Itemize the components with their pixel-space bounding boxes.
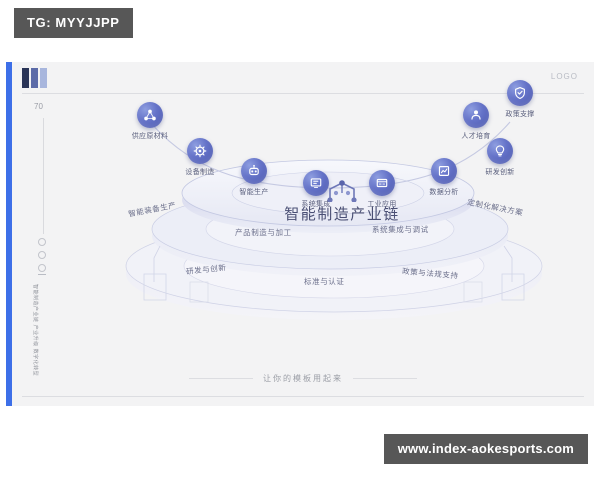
chain-node-industrial-app[interactable]: 工业应用 <box>351 170 413 209</box>
chain-node-label: 设备制造 <box>185 168 215 176</box>
rail-dot-group <box>38 238 46 272</box>
diagram-title-block: 智能制造产业链 <box>232 180 452 224</box>
chain-node-policy-support[interactable]: 政策支撑 <box>489 80 551 119</box>
rail-tick-mark <box>38 274 46 275</box>
molecule-icon <box>137 102 163 128</box>
people-icon <box>463 102 489 128</box>
gear-icon <box>187 138 213 164</box>
telegram-watermark: TG: MYYJJPP <box>14 8 133 38</box>
robot-icon <box>241 158 267 184</box>
factory-icon <box>369 170 395 196</box>
network-node-icon <box>327 180 357 202</box>
chain-node-smart-production[interactable]: 智能生产 <box>223 158 285 197</box>
slide-content-area: LOGO 70 智能制造产业链 产业升级 数字化转型 <box>12 62 594 406</box>
slide-accent-bar <box>6 62 12 406</box>
chain-node-rd-innovation[interactable]: 研发创新 <box>469 138 531 177</box>
chain-node-label: 系统集成 <box>301 200 331 208</box>
chain-node-supply[interactable]: 供应原材料 <box>119 102 181 141</box>
slide-caption-text: 让你的模板用起来 <box>263 374 343 383</box>
brand-bar-3 <box>40 68 47 88</box>
rail-dot-2 <box>38 251 46 259</box>
rail-dot-3 <box>38 264 46 272</box>
bulb-icon <box>487 138 513 164</box>
chain-node-data-analysis[interactable]: 数据分析 <box>413 158 475 197</box>
chain-node-label: 工业应用 <box>367 200 397 208</box>
chain-node-label: 研发创新 <box>485 168 515 176</box>
chain-node-label: 智能生产 <box>239 188 269 196</box>
header-divider <box>22 93 584 94</box>
monitor-icon <box>303 170 329 196</box>
website-watermark: www.index-aokesports.com <box>383 434 588 464</box>
logo-placeholder-text: LOGO <box>550 72 578 81</box>
chart-icon <box>431 158 457 184</box>
caption-rule-left <box>189 378 253 379</box>
slide-canvas: LOGO 70 智能制造产业链 产业升级 数字化转型 <box>6 62 594 406</box>
chain-node-label: 政策支撑 <box>505 110 535 118</box>
rail-vertical-line <box>43 118 44 234</box>
ring-label-system-debugging: 系统集成与调试 <box>372 225 429 234</box>
chain-node-system-integration[interactable]: 系统集成 <box>285 170 347 209</box>
rail-dot-1 <box>38 238 46 246</box>
brand-bar-2 <box>31 68 38 88</box>
brand-bar-1 <box>22 68 29 88</box>
chain-node-label: 供应原材料 <box>131 132 169 140</box>
rail-vertical-label: 智能制造产业链 产业升级 数字化转型 <box>32 284 38 377</box>
ring-label-standards-certification: 标准与认证 <box>304 277 345 286</box>
chain-node-label: 人才培育 <box>461 132 491 140</box>
chain-node-label: 数据分析 <box>429 188 459 196</box>
page-number: 70 <box>34 102 43 111</box>
brand-bars-logo <box>22 68 47 88</box>
caption-rule-right <box>353 378 417 379</box>
footer-divider <box>22 396 584 397</box>
slide-caption-block: 让你的模板用起来 <box>12 373 594 384</box>
chain-node-talent[interactable]: 人才培育 <box>445 102 507 141</box>
shield-icon <box>507 80 533 106</box>
diagram-stage: 智能制造产业链 供应原材料 <box>72 80 592 396</box>
ring-label-product-manufacturing: 产品制造与加工 <box>235 228 292 237</box>
chain-node-equipment[interactable]: 设备制造 <box>169 138 231 177</box>
diagram-title: 智能制造产业链 <box>284 205 400 223</box>
